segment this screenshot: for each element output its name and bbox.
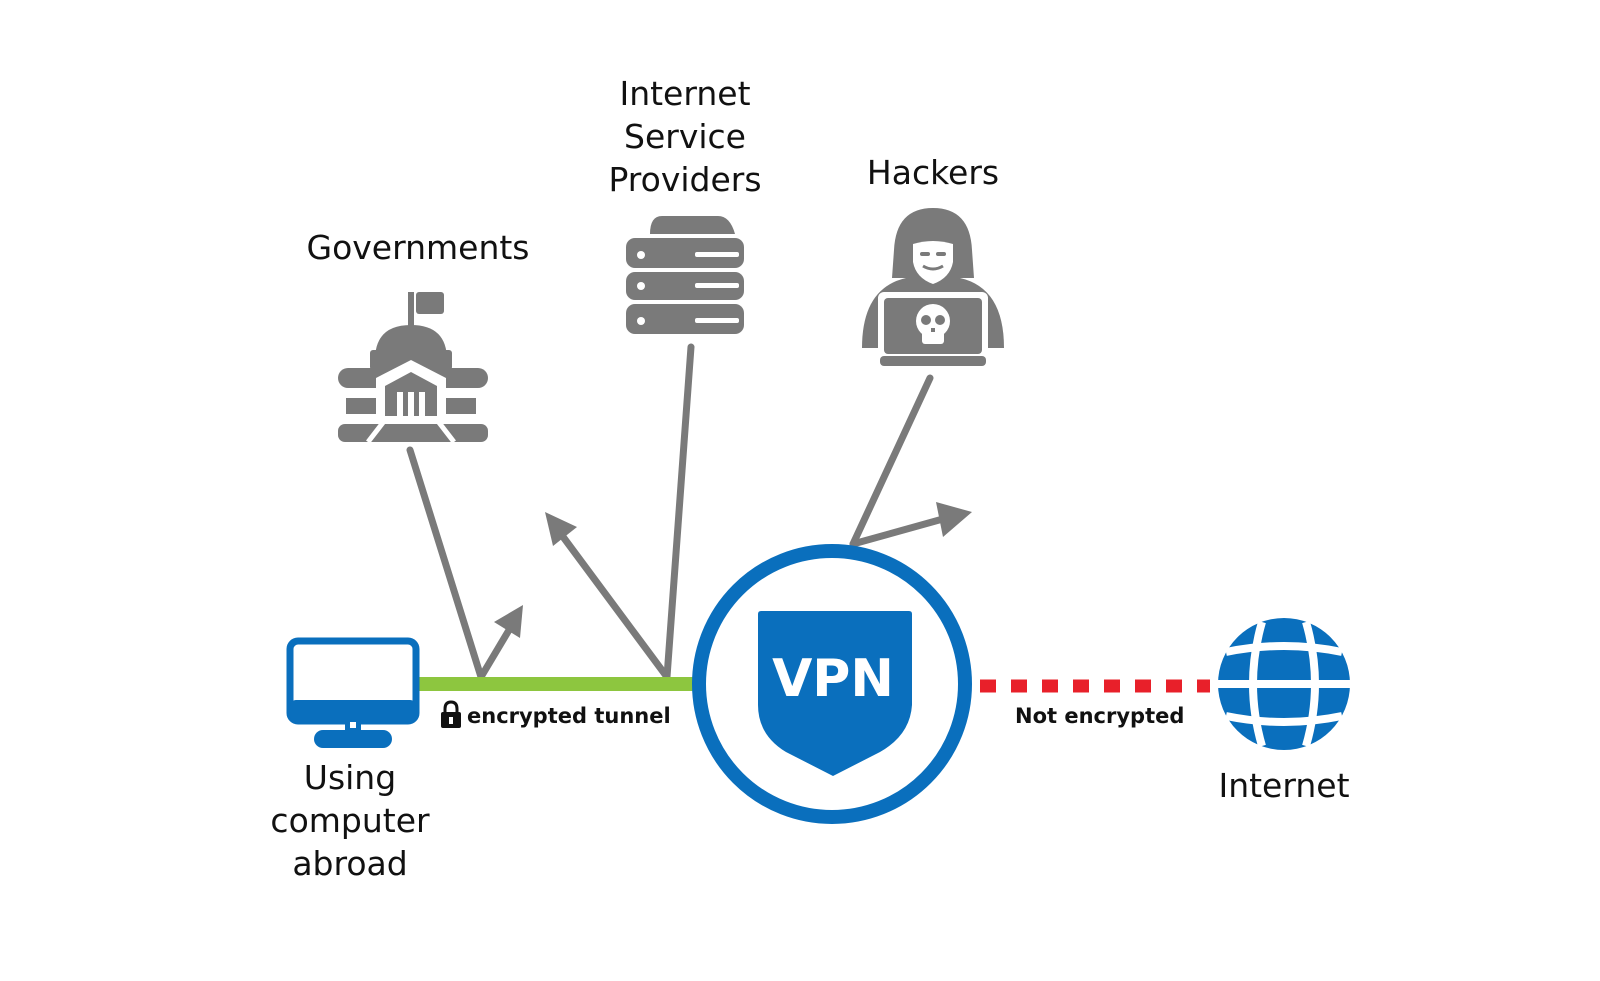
computer-label-line-2: computer — [270, 801, 430, 840]
internet-label-text: Internet — [1218, 766, 1350, 805]
vpn-label: VPN — [772, 649, 894, 709]
government-deflect-line — [477, 621, 516, 681]
isp-deflect-line — [554, 526, 671, 681]
globe-icon — [1218, 618, 1350, 750]
vpn-node — [692, 544, 972, 824]
isp-arrowhead — [545, 512, 577, 546]
not-encrypted-label: Not encrypted — [1015, 704, 1185, 728]
government-arrowhead — [494, 605, 523, 638]
isp-label-line-2: Service — [624, 117, 746, 156]
hacker-icon — [862, 208, 1004, 366]
hacker-arrowhead — [936, 502, 972, 537]
government-arrow-line — [406, 446, 485, 681]
isp-label-line-3: Providers — [608, 160, 762, 199]
lock-icon — [441, 700, 461, 728]
encrypted-tunnel-label: encrypted tunnel — [467, 704, 671, 728]
computer-label: Using computer abroad — [250, 756, 450, 885]
government-building-icon — [338, 292, 488, 444]
isp-arrow-line — [663, 343, 695, 681]
governments-label-text: Governments — [306, 228, 530, 267]
hacker-arrow-line — [849, 374, 934, 548]
internet-label: Internet — [1194, 764, 1374, 807]
server-icon — [626, 216, 744, 334]
isp-label: Internet Service Providers — [570, 72, 800, 201]
isp-label-line-1: Internet — [619, 74, 751, 113]
hackers-label-text: Hackers — [866, 153, 1000, 192]
computer-label-line-1: Using — [303, 758, 397, 797]
shield-icon — [758, 611, 912, 776]
governments-label: Governments — [298, 226, 538, 269]
monitor-icon — [286, 637, 420, 748]
computer-label-line-3: abroad — [292, 844, 408, 883]
deflected-arrows — [406, 343, 954, 681]
hackers-label: Hackers — [843, 151, 1023, 194]
hacker-deflect-line — [849, 513, 954, 548]
